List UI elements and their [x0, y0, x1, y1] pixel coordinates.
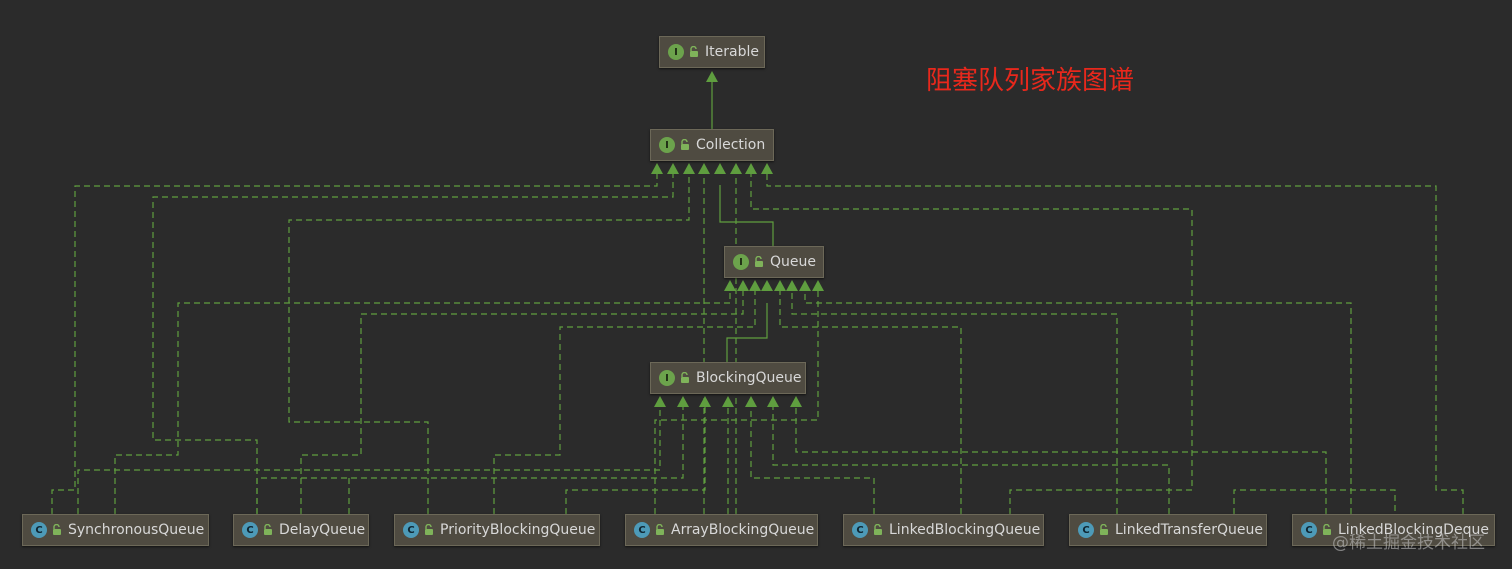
- node-synchronousqueue[interactable]: C SynchronousQueue: [22, 514, 209, 546]
- edge-priorityblockingqueue-queue: [493, 291, 756, 514]
- edge-linkedblockingqueue-blockingqueue: [750, 407, 875, 514]
- node-iterable[interactable]: I Iterable: [659, 36, 765, 68]
- unlocked-icon: [680, 372, 690, 384]
- inheritance-arrowhead: [790, 396, 802, 407]
- edge-arrayblockingqueue-queue: [654, 291, 819, 514]
- unlocked-icon: [680, 139, 690, 151]
- unlocked-icon: [52, 524, 62, 536]
- node-label: Collection: [696, 137, 766, 153]
- node-queue[interactable]: I Queue: [724, 246, 824, 278]
- node-label: Iterable: [705, 44, 759, 60]
- edge-blockingqueue-queue: [726, 303, 768, 362]
- node-label: LinkedBlockingQueue: [889, 522, 1041, 538]
- inheritance-arrowhead: [786, 280, 798, 291]
- edge-delayqueue-queue: [300, 291, 744, 514]
- inheritance-arrowhead: [706, 71, 718, 82]
- node-priorityblockingqueue[interactable]: C PriorityBlockingQueue: [394, 514, 600, 546]
- inheritance-arrowhead: [812, 280, 824, 291]
- inheritance-arrowhead: [722, 396, 734, 407]
- unlocked-icon: [263, 524, 273, 536]
- inheritance-arrowhead: [774, 280, 786, 291]
- node-label: SynchronousQueue: [68, 522, 205, 538]
- node-arrayblockingqueue[interactable]: C ArrayBlockingQueue: [625, 514, 818, 546]
- diagram-title: 阻塞队列家族图谱: [926, 66, 1135, 96]
- node-collection[interactable]: I Collection: [650, 129, 774, 161]
- inheritance-arrowhead: [654, 396, 666, 407]
- edge-linkedblockingdeque-queue: [804, 291, 1352, 514]
- edge-synchronousqueue-blockingqueue: [77, 407, 661, 514]
- unlocked-icon: [754, 256, 764, 268]
- unlocked-icon: [689, 46, 699, 58]
- unlocked-icon: [1322, 524, 1332, 536]
- inheritance-arrowhead: [749, 280, 761, 291]
- unlocked-icon: [1099, 524, 1109, 536]
- inheritance-arrowhead: [651, 163, 663, 174]
- interface-icon: I: [659, 137, 675, 153]
- node-label: LinkedBlockingDeque: [1338, 522, 1489, 538]
- interface-icon: I: [668, 44, 684, 60]
- class-icon: C: [634, 522, 650, 538]
- inheritance-arrowhead: [677, 396, 689, 407]
- edge-synchronousqueue-collection: [51, 174, 658, 514]
- class-icon: C: [1078, 522, 1094, 538]
- interface-icon: I: [659, 370, 675, 386]
- inheritance-arrowhead: [730, 163, 742, 174]
- class-icon: C: [852, 522, 868, 538]
- unlocked-icon: [873, 524, 883, 536]
- edge-delayqueue-blockingqueue: [256, 407, 684, 514]
- interface-icon: I: [733, 254, 749, 270]
- edge-synchronousqueue-queue: [114, 291, 731, 514]
- class-icon: C: [242, 522, 258, 538]
- node-blockingqueue[interactable]: I BlockingQueue: [650, 362, 806, 394]
- node-label: ArrayBlockingQueue: [671, 522, 815, 538]
- node-label: DelayQueue: [279, 522, 366, 538]
- inheritance-arrowhead: [683, 163, 695, 174]
- edge-linkedtransferqueue-collection: [750, 174, 1193, 514]
- edge-deque-stub: [1233, 489, 1396, 514]
- inheritance-arrowhead: [761, 280, 773, 291]
- node-delayqueue[interactable]: C DelayQueue: [233, 514, 369, 546]
- inheritance-arrowhead: [745, 163, 757, 174]
- edge-linkedblockingdeque-collection: [766, 174, 1464, 514]
- inheritance-arrowhead: [699, 396, 711, 407]
- edge-priorityblockingqueue-collection: [288, 174, 690, 514]
- inheritance-arrowhead: [761, 163, 773, 174]
- node-label: PriorityBlockingQueue: [440, 522, 596, 538]
- inheritance-arrowhead: [745, 396, 757, 407]
- edge-linkedblockingqueue-queue: [779, 291, 962, 514]
- edge-linkedblockingdeque-blockingqueue: [795, 407, 1327, 514]
- edge-delayqueue-collection: [152, 174, 674, 514]
- node-label: BlockingQueue: [696, 370, 802, 386]
- unlocked-icon: [655, 524, 665, 536]
- inheritance-arrowhead: [799, 280, 811, 291]
- inheritance-arrowhead: [667, 163, 679, 174]
- node-linkedblockingqueue[interactable]: C LinkedBlockingQueue: [843, 514, 1044, 546]
- inheritance-arrowhead: [737, 280, 749, 291]
- class-icon: C: [1301, 522, 1317, 538]
- inheritance-arrowhead: [767, 396, 779, 407]
- node-label: Queue: [770, 254, 816, 270]
- edge-linkedtransferqueue-queue: [791, 291, 1118, 514]
- class-icon: C: [31, 522, 47, 538]
- edge-queue-collection: [719, 185, 774, 246]
- inheritance-arrowhead: [724, 280, 736, 291]
- node-linkedblockingdeque[interactable]: C LinkedBlockingDeque: [1292, 514, 1495, 546]
- edge-priorityblockingqueue-blockingqueue: [565, 407, 706, 514]
- node-label: LinkedTransferQueue: [1115, 522, 1263, 538]
- inheritance-arrowhead: [698, 163, 710, 174]
- watermark: @稀土掘金技术社区: [1332, 533, 1485, 553]
- node-linkedtransferqueue[interactable]: C LinkedTransferQueue: [1069, 514, 1267, 546]
- inheritance-arrowhead: [714, 163, 726, 174]
- unlocked-icon: [424, 524, 434, 536]
- edge-linkedtransferqueue-blockingqueue: [772, 407, 1170, 514]
- class-icon: C: [403, 522, 419, 538]
